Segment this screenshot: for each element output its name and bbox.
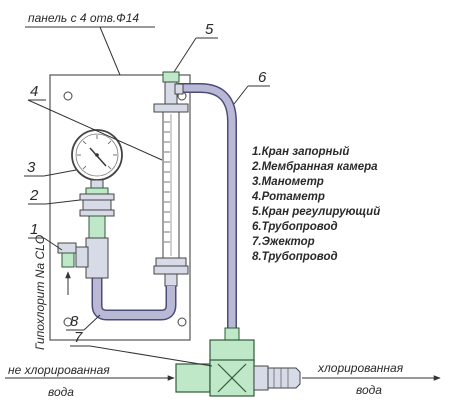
mounting-hole-bottom-left — [63, 317, 73, 327]
inlet-label-line-2: вода — [48, 385, 74, 399]
callout-6-leader — [233, 85, 249, 105]
diaphragm-chamber-body — [82, 199, 112, 211]
callout-2-leader — [45, 199, 81, 205]
legend-item-6: 6.Трубопровод — [252, 221, 338, 233]
legend-item-1: 1.Кран запорный — [252, 146, 349, 158]
regulating-valve-handle — [162, 71, 180, 83]
panel-caption-leader — [99, 26, 121, 76]
callout-8-leader — [83, 314, 101, 331]
shutoff-valve-connector — [75, 246, 89, 268]
rotameter-bottom-flange-2 — [153, 265, 189, 275]
pipeline-6 — [178, 84, 236, 340]
legend-item-7: 7.Эжектор — [252, 236, 315, 248]
manometer-scale-ring — [75, 133, 119, 177]
diaphragm-chamber-neck — [88, 215, 106, 239]
callout-8: 8 — [70, 313, 79, 330]
hypochlorite-vertical-label: Гипохлорит Na CLO — [33, 235, 47, 350]
manometer-needle — [89, 147, 107, 167]
callout-3-leader — [43, 169, 77, 177]
rotameter-bottom-flange-1 — [155, 257, 187, 267]
manometer-pivot — [95, 153, 99, 157]
diaphragm-chamber-flange-bottom — [79, 209, 115, 217]
ejector-outlet-nozzle — [267, 367, 301, 389]
callout-1-leader — [43, 237, 63, 251]
legend-item-3: 3.Манометр — [252, 176, 324, 188]
shutoff-valve-body — [61, 252, 75, 268]
outlet-label-line-2: вода — [356, 383, 382, 397]
ejector-outlet-collar — [253, 365, 269, 391]
diaphragm-chamber-flange-top — [79, 193, 115, 201]
legend-item-4: 4.Ротаметр — [251, 191, 325, 203]
callout-1: 1 — [30, 221, 38, 238]
callout-7-leader — [89, 345, 213, 367]
ejector-inlet-nut — [175, 363, 211, 393]
manometer-stem — [90, 179, 104, 189]
callout-7: 7 — [74, 329, 83, 346]
legend-item-8: 8.Трубопровод — [252, 251, 338, 263]
callout-5: 5 — [205, 21, 214, 38]
mounting-hole-top-left — [63, 91, 73, 101]
inlet-label-line-1: не хлорированная — [8, 363, 110, 377]
legend-item-5: 5.Кран регулирующий — [252, 206, 380, 218]
pipeline-8 — [93, 278, 175, 319]
mounting-hole-bottom-right — [177, 317, 187, 327]
legend-item-2: 2.Мембранная камера — [251, 161, 378, 173]
manometer-ticks — [77, 135, 117, 170]
rotameter-top-flange — [153, 103, 189, 113]
legend: 1.Кран запорный 2.Мембранная камера 3.Ма… — [251, 146, 380, 263]
outlet-label-line-1: хлорированная — [317, 361, 404, 375]
callout-4-leader — [27, 99, 163, 161]
shutoff-valve-handle — [57, 242, 77, 254]
panel-caption: панель с 4 отв.Ф14 — [28, 11, 139, 25]
ejector-nozzle-ribs — [273, 368, 289, 388]
regulating-valve-outlet — [174, 83, 184, 95]
callout-2: 2 — [29, 187, 39, 204]
diaphragm-chamber-cap — [85, 187, 109, 195]
tee-fitting — [85, 237, 109, 279]
rotameter-bottom-fitting — [164, 273, 178, 287]
callout-3: 3 — [27, 159, 36, 176]
ejector-body-cross — [217, 363, 247, 393]
rotameter-scale — [164, 121, 170, 243]
callout-6: 6 — [258, 69, 267, 86]
ejector-top-fitting — [209, 339, 255, 363]
callout-5-leader — [173, 37, 197, 73]
callout-4: 4 — [30, 83, 38, 100]
